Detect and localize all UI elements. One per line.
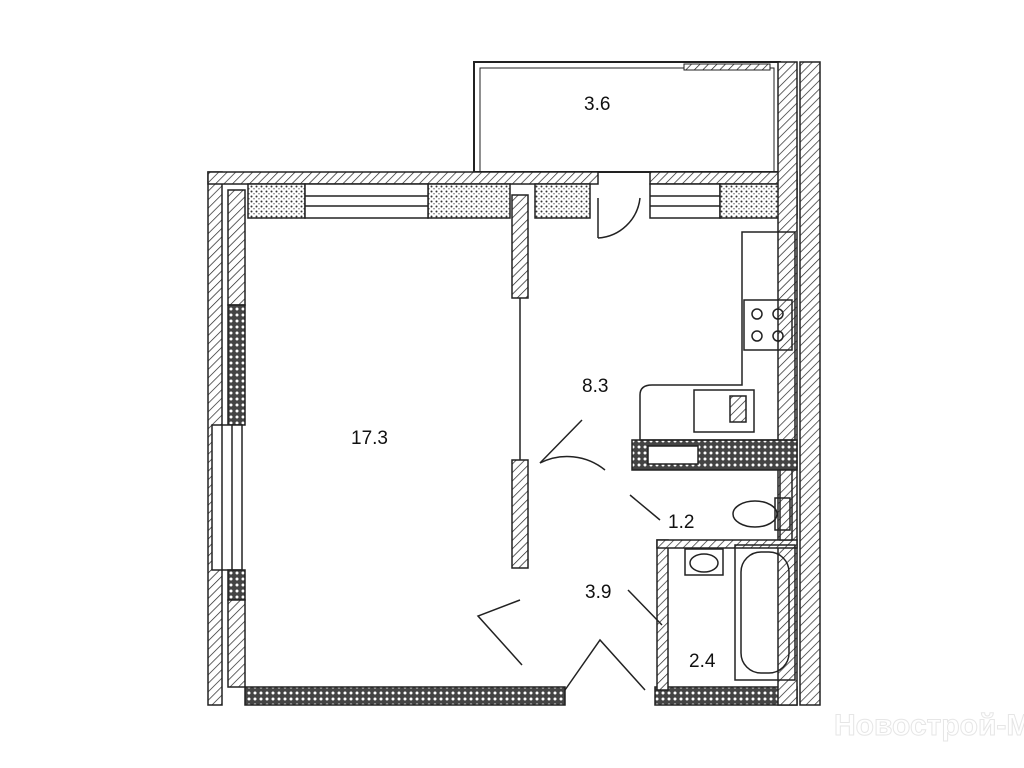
bathtub-icon	[734, 544, 796, 681]
room-area-bathroom: 2.4	[689, 651, 716, 672]
doors	[476, 197, 663, 691]
sink-icon	[693, 389, 755, 433]
room-area-toilet: 1.2	[668, 512, 694, 533]
stove-icon	[743, 299, 793, 351]
room-area-balcony: 3.6	[584, 94, 610, 115]
room-area-hallway: 3.9	[585, 582, 611, 603]
walls	[207, 61, 821, 706]
room-area-kitchen: 8.3	[582, 376, 608, 397]
washbasin-icon	[684, 548, 724, 576]
sanitary	[684, 497, 796, 681]
room-area-living-room: 17.3	[351, 428, 388, 449]
balcony	[473, 61, 781, 173]
kitchen-furniture	[639, 231, 796, 441]
watermark: Новострой-М	[834, 709, 1024, 742]
